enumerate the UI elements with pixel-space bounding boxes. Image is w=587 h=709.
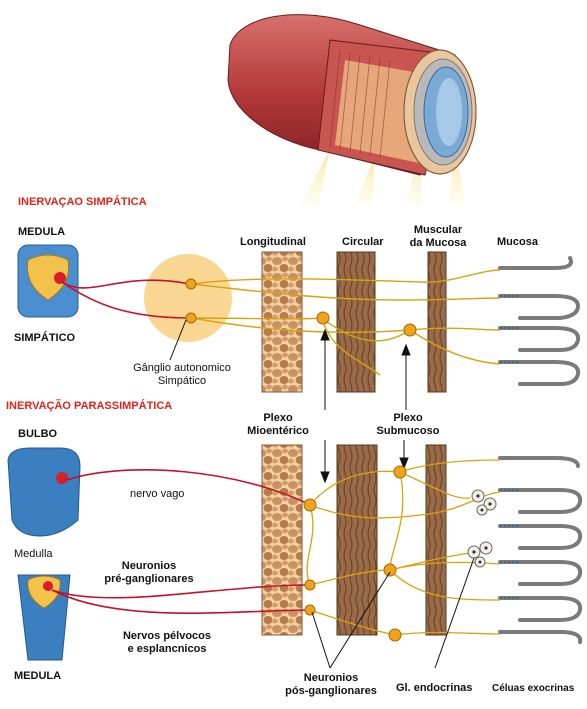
label-pos-line2: pós-ganglionares (276, 685, 386, 698)
sacral-neuron-body (43, 581, 53, 591)
label-pos-line1: Neuronios (276, 672, 386, 685)
medulla-oblongata (8, 448, 80, 536)
label-pre-line1: Neuronios (94, 560, 204, 573)
label-ganglio-line2: Simpático (112, 375, 252, 388)
label-nervos-pelvicos: Nervos pélvocos e esplancnicos (112, 630, 222, 656)
label-mucosa: Mucosa (497, 236, 538, 249)
label-medula-top: MEDULA (18, 226, 65, 239)
label-celulas-exocrinas: Céluas exocrinas (492, 682, 574, 695)
spinal-cord-lower (18, 575, 70, 660)
longitudinal-muscle-bottom (262, 445, 302, 635)
circular-muscle-bottom (337, 445, 377, 635)
label-simpatico: SIMPÁTICO (14, 332, 75, 345)
vagal-neuron-body (56, 472, 68, 484)
label-plexo-sub-line1: Plexo (368, 412, 448, 425)
muscularis-mucosa-bottom (426, 445, 446, 635)
label-gl-endocrinas: Gl. endocrinas (396, 682, 472, 695)
label-muscular-line2: da Mucosa (408, 237, 468, 250)
label-nervo-vago: nervo vago (130, 488, 184, 501)
label-muscular-mucosa: Muscular da Mucosa (408, 224, 468, 250)
label-medula-bottom: MEDULA (14, 670, 61, 683)
label-muscular-line1: Muscular (408, 224, 468, 237)
label-plexo-submucoso: Plexo Submucoso (368, 412, 448, 438)
label-plexo-mioenterico: Plexo Mioentérico (238, 412, 318, 438)
label-pre-ganglionares: Neuronios pré-ganglionares (94, 560, 204, 586)
heading-sympathetic: INERVAÇAO SIMPÁTICA (18, 196, 147, 209)
label-medulla: Medulla (14, 548, 53, 561)
label-pelvicos-line2: e esplancnicos (112, 643, 222, 656)
mucosa-villi (500, 258, 580, 642)
sympathetic-ganglion (144, 254, 232, 342)
label-plexo-sub-line2: Submucoso (368, 425, 448, 438)
label-pre-line2: pré-ganglionares (94, 573, 204, 586)
label-longitudinal: Longitudinal (240, 236, 306, 249)
label-pelvicos-line1: Nervos pélvocos (112, 630, 222, 643)
label-plexo-mio-line1: Plexo (238, 412, 318, 425)
label-ganglio-line1: Gânglio autonomico (112, 362, 252, 375)
tissue-layers (262, 252, 446, 635)
spinal-cord-sympathetic (18, 245, 78, 317)
heading-parasympathetic: INERVAÇÃO PARASSIMPÁTICA (6, 400, 172, 413)
label-plexo-mio-line2: Mioentérico (238, 425, 318, 438)
label-bulbo: BULBO (18, 428, 57, 441)
muscularis-mucosa-top (428, 252, 446, 392)
label-pos-ganglionares: Neuronios pós-ganglionares (276, 672, 386, 698)
label-ganglio: Gânglio autonomico Simpático (112, 362, 252, 388)
label-circular: Circular (342, 236, 384, 249)
mucosa-villi-cells (500, 296, 520, 598)
sympathetic-neuron-body (54, 272, 66, 284)
circular-muscle-top (337, 252, 375, 392)
longitudinal-muscle-top (262, 252, 302, 392)
intestine-illustration (228, 15, 476, 205)
